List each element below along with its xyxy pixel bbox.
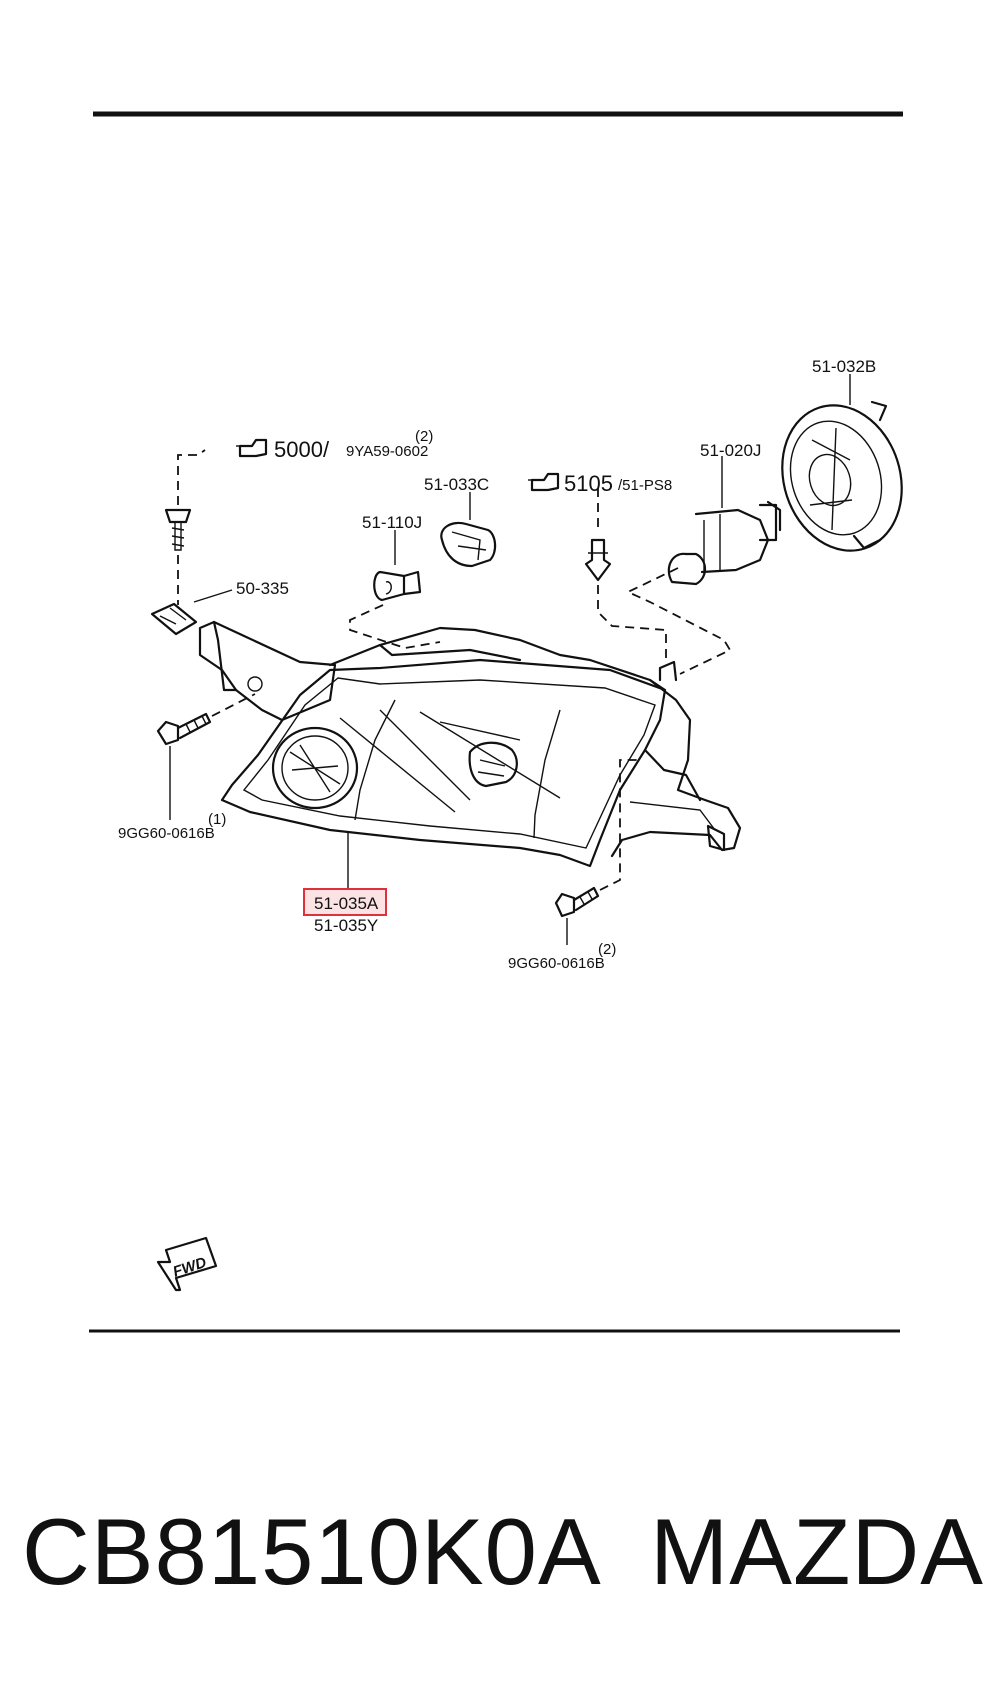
bulb-small-51-110J xyxy=(373,530,422,602)
callout-socket: 51-033C xyxy=(424,475,489,494)
screw-top-left xyxy=(164,508,192,551)
callout-housing-ring: 51-032B xyxy=(812,357,876,376)
socket-51-033C xyxy=(440,492,497,568)
callout-bolt-right: 9GG60-0616B xyxy=(508,955,605,972)
callout-bolt-left: 9GG60-0616B xyxy=(118,825,215,842)
nut-50-335 xyxy=(150,589,233,636)
bulb-main-51-020J xyxy=(667,456,782,586)
highlight-box xyxy=(303,888,387,916)
bolt-left xyxy=(156,712,212,820)
clip-51-PS8 xyxy=(584,538,612,582)
callout-bulb-main: 51-020J xyxy=(700,441,761,460)
callout-clip-part: /51-PS8 xyxy=(618,477,672,494)
callout-screw-qty: (2) xyxy=(415,428,433,445)
callout-bolt-right-qty: (2) xyxy=(598,941,616,958)
fwd-arrow-icon: FWD xyxy=(156,1236,218,1292)
bolt-right xyxy=(554,886,600,945)
brand-name: MAZDA xyxy=(650,1499,984,1604)
callout-screw-ref: 5000/ xyxy=(274,437,330,462)
note-pointer-icon xyxy=(528,472,560,492)
callout-headlamp-right: 51-035Y xyxy=(314,916,378,935)
note-pointer-icon xyxy=(236,438,268,458)
callout-screw-part: 9YA59-0602 xyxy=(346,443,428,460)
callout-bolt-left-qty: (1) xyxy=(208,811,226,828)
callout-headlamp-left: 51-035A xyxy=(314,894,379,913)
callout-clip-ref: 5105 xyxy=(564,471,613,496)
callout-nut: 50-335 xyxy=(236,579,289,598)
part-number: CB81510K0A xyxy=(22,1499,602,1604)
headlamp-assembly xyxy=(198,620,742,868)
callout-bulb-small: 51-110J xyxy=(362,513,422,532)
housing-ring-51-032B xyxy=(781,374,903,552)
fwd-label: FWD xyxy=(171,1254,209,1281)
